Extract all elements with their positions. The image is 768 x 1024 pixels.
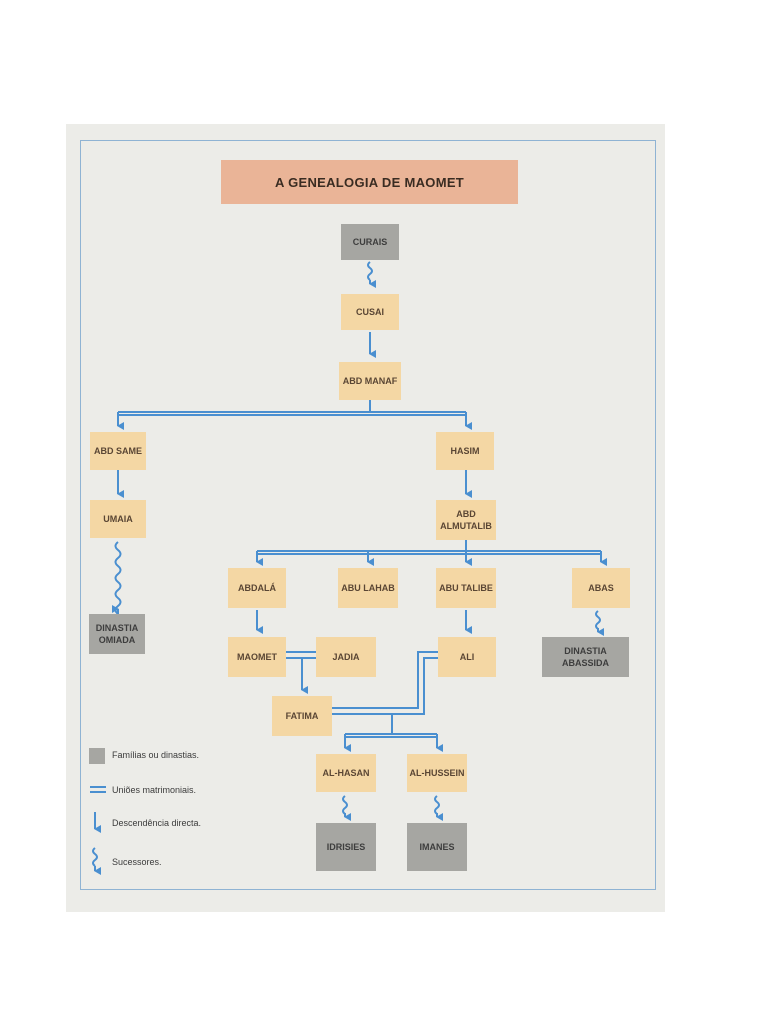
node-idrisies: IDRISIES bbox=[316, 823, 376, 871]
node-al-hasan: AL-HASAN bbox=[316, 754, 376, 792]
diagram-frame bbox=[80, 140, 656, 890]
node-abas: ABAS bbox=[572, 568, 630, 608]
union-fatima-ali bbox=[332, 651, 438, 709]
diagram-title: A GENEALOGIA DE MAOMET bbox=[221, 160, 518, 204]
node-dinastia-omiada: DINASTIA OMIADA bbox=[89, 614, 145, 654]
legend-successors-label: Sucessores. bbox=[112, 857, 162, 867]
node-al-hussein: AL-HUSSEIN bbox=[407, 754, 467, 792]
node-abu-talibe: ABU TALIBE bbox=[436, 568, 496, 608]
node-imanes: IMANES bbox=[407, 823, 467, 871]
legend-successor-symbol bbox=[92, 847, 98, 867]
legend-family-swatch bbox=[89, 748, 105, 764]
successor-arrow-idrisies bbox=[342, 795, 348, 815]
successor-arrow-imanes bbox=[434, 795, 440, 815]
node-fatima: FATIMA bbox=[272, 696, 332, 736]
node-jadia: JADIA bbox=[316, 637, 376, 677]
legend-unions-label: Uniões matrimoniais. bbox=[112, 785, 197, 795]
successor-arrow-abassida bbox=[595, 610, 601, 630]
node-maomet: MAOMET bbox=[228, 637, 286, 677]
node-curais: CURAIS bbox=[341, 224, 399, 260]
successor-arrow-curais-cusai bbox=[367, 261, 373, 281]
node-abd-manaf: ABD MANAF bbox=[339, 362, 401, 400]
node-ali: ALI bbox=[438, 637, 496, 677]
node-dinastia-abassida: DINASTIA ABASSIDA bbox=[542, 637, 629, 677]
successor-arrow-omiada bbox=[114, 541, 122, 615]
node-abd-same: ABD SAME bbox=[90, 432, 146, 470]
node-hasim: HASIM bbox=[436, 432, 494, 470]
node-umaia: UMAIA bbox=[90, 500, 146, 538]
legend-families-label: Famílias ou dinastias. bbox=[112, 750, 200, 760]
legend-descent-label: Descendência directa. bbox=[112, 818, 202, 828]
node-cusai: CUSAI bbox=[341, 294, 399, 330]
node-abd-almutalib: ABD ALMUTALIB bbox=[436, 500, 496, 540]
node-abu-lahab: ABU LAHAB bbox=[338, 568, 398, 608]
node-abdala: ABDALÁ bbox=[228, 568, 286, 608]
